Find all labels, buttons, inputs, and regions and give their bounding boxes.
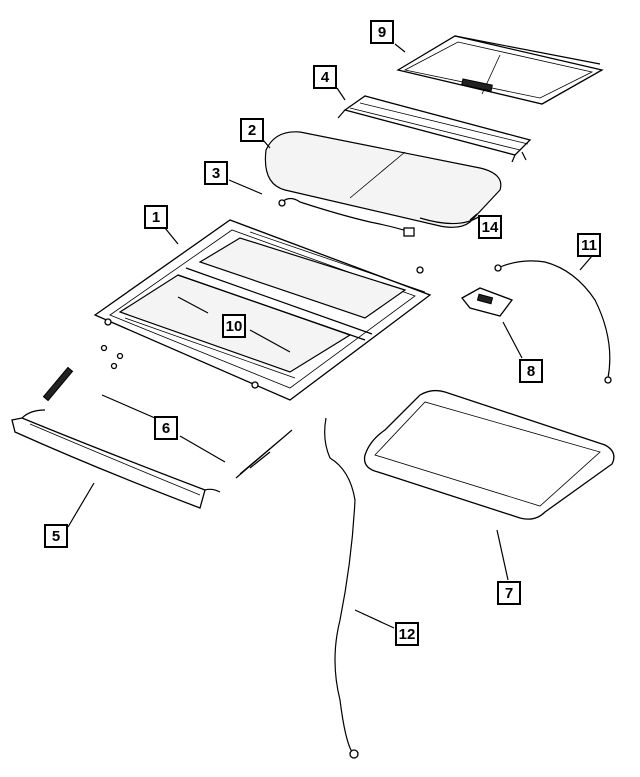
callout-8[interactable]: 8 <box>519 359 543 383</box>
leader-lines <box>67 43 593 629</box>
callout-1[interactable]: 1 <box>144 205 168 229</box>
rear-rail-part-4 <box>337 95 532 163</box>
seal-part-7 <box>363 389 615 520</box>
callout-11[interactable]: 11 <box>577 233 601 257</box>
harness-part-3 <box>278 197 415 237</box>
deflector-part-5 <box>11 409 221 509</box>
callout-7[interactable]: 7 <box>497 581 521 605</box>
callout-3[interactable]: 3 <box>204 161 228 185</box>
sunshade-part-9 <box>396 35 604 105</box>
callout-4[interactable]: 4 <box>313 65 337 89</box>
callout-6[interactable]: 6 <box>154 416 178 440</box>
glass-panel-part-2 <box>264 131 502 228</box>
drain-tube-part-11 <box>494 260 612 384</box>
callout-14[interactable]: 14 <box>478 215 502 239</box>
seal-part-14 <box>419 215 481 225</box>
hardware-part-6 <box>42 344 293 479</box>
callout-12[interactable]: 12 <box>395 622 419 646</box>
callout-9[interactable]: 9 <box>370 20 394 44</box>
drain-tube-part-12 <box>324 417 359 759</box>
callout-2[interactable]: 2 <box>240 118 264 142</box>
motor-part-8 <box>461 287 514 317</box>
callout-5[interactable]: 5 <box>44 524 68 548</box>
frame-part-1 <box>93 219 432 401</box>
callout-10[interactable]: 10 <box>222 314 246 338</box>
